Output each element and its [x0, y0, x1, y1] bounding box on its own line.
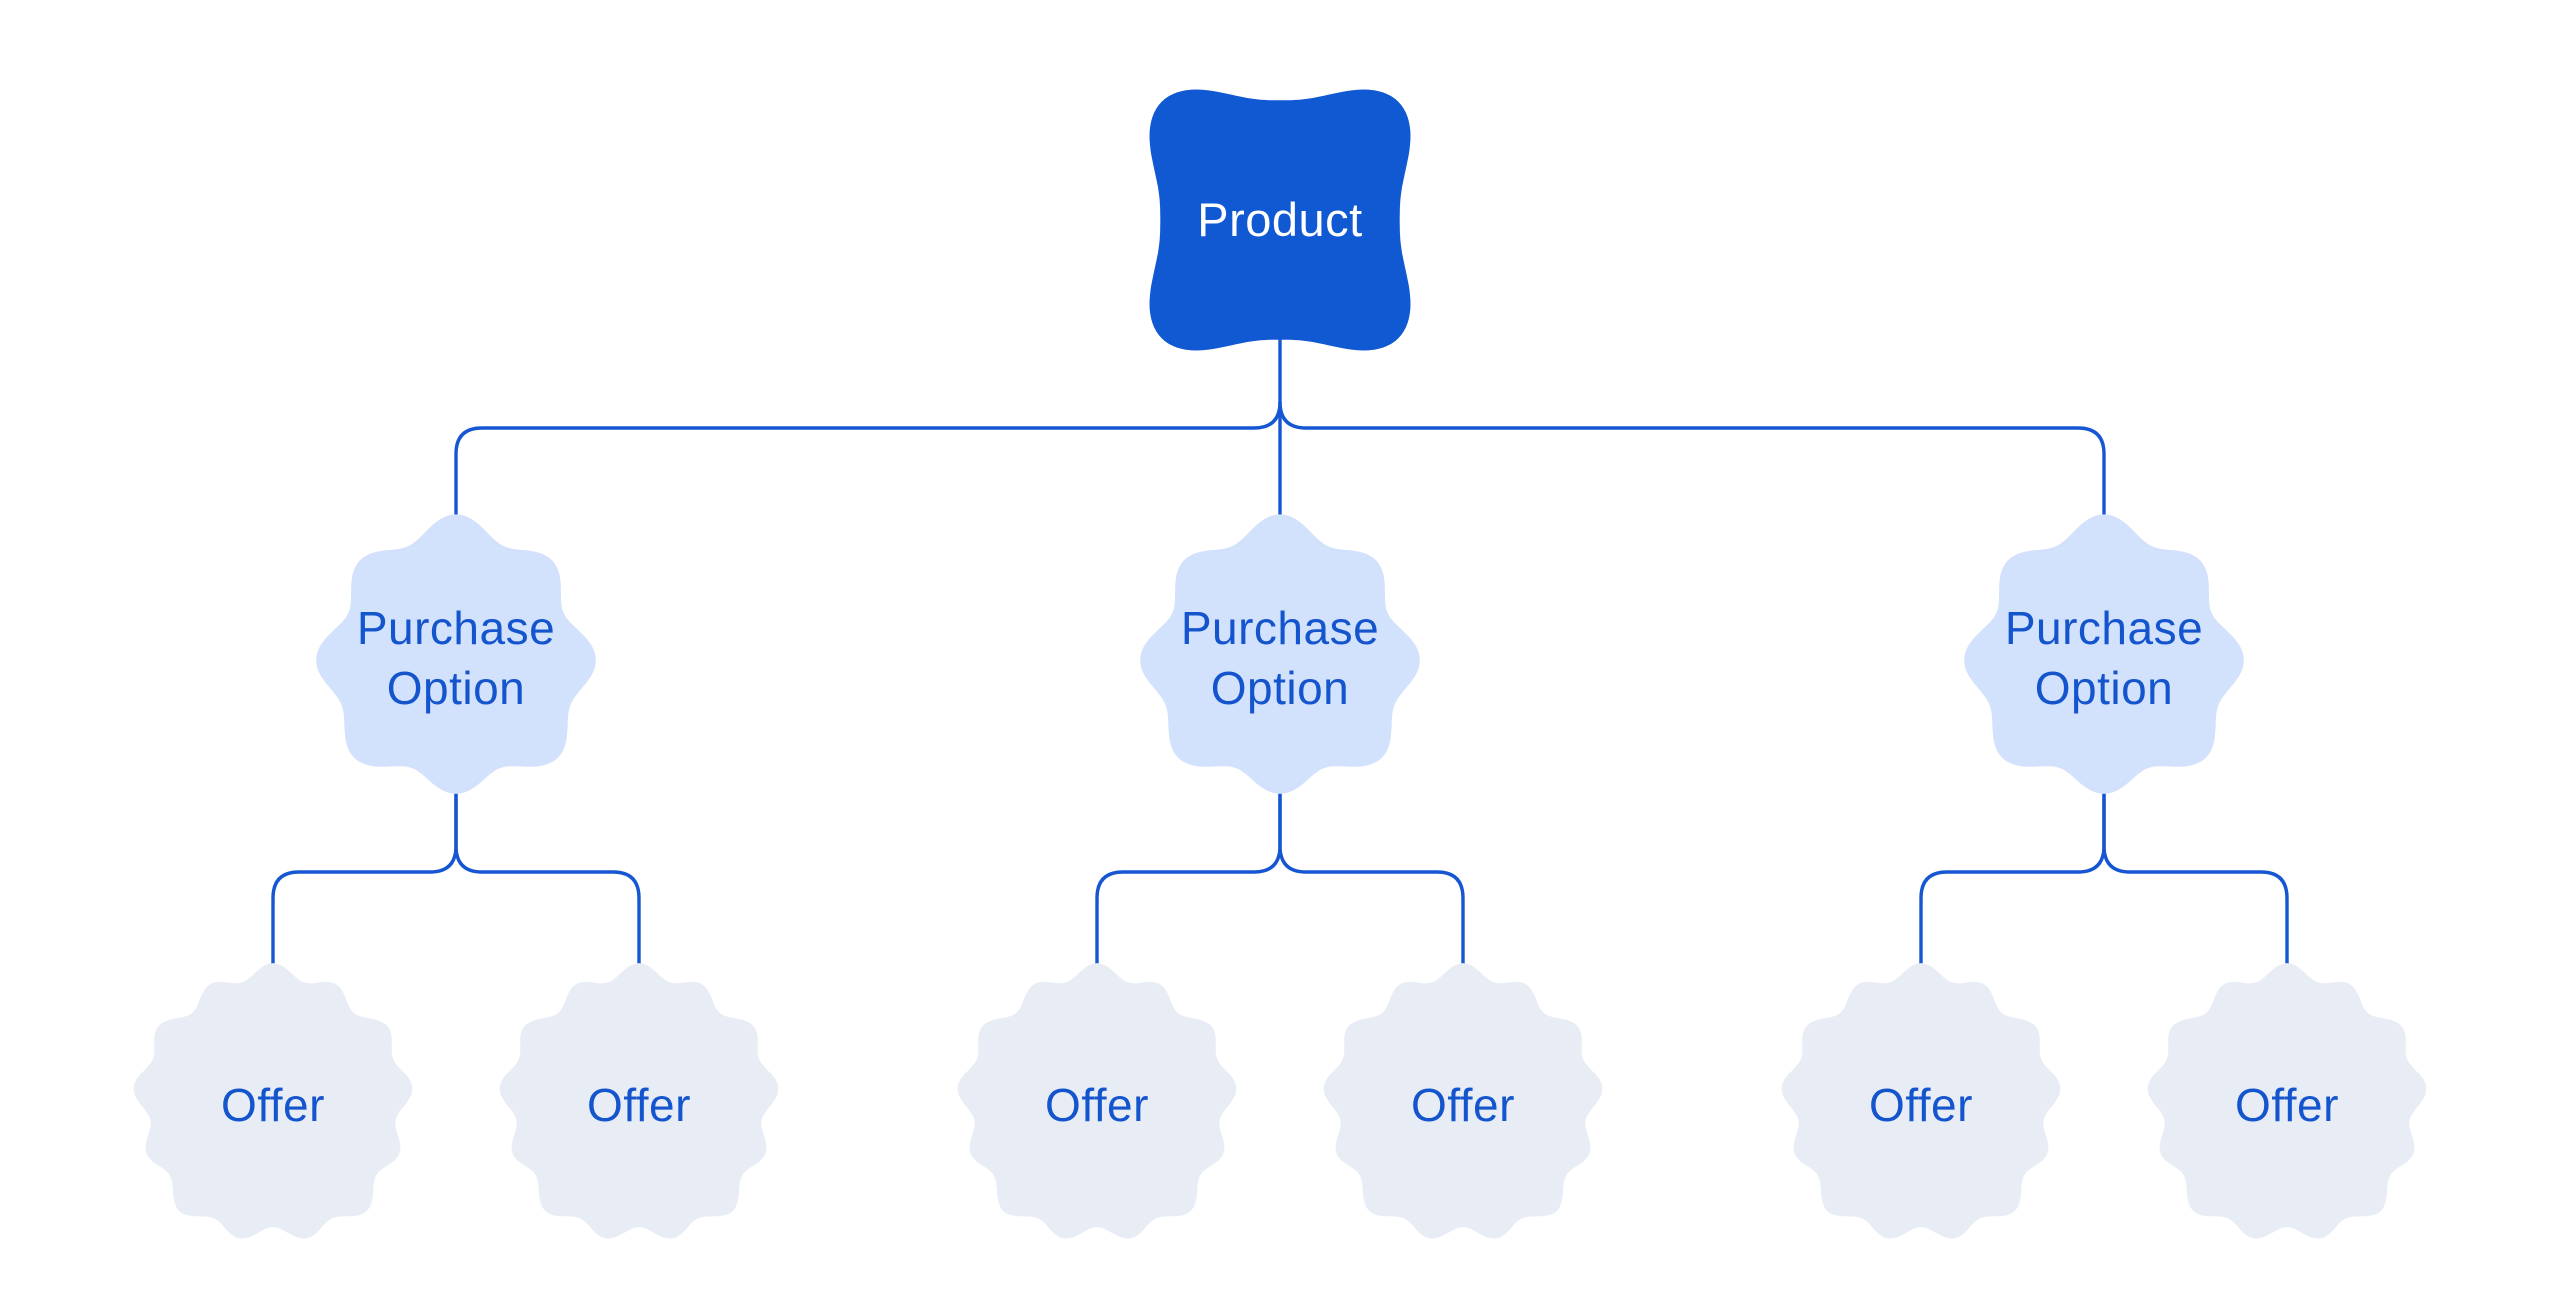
connector-purchase2-left-branch: [1095, 778, 1282, 992]
purchase-option-label-line2: Option: [1211, 662, 1350, 714]
purchase-option-label-line1: Purchase: [2005, 602, 2203, 654]
offer-node-1: Offer: [133, 963, 413, 1239]
offer-node-4: Offer: [1323, 963, 1603, 1239]
connector-purchase3-left-branch: [1919, 778, 2106, 992]
offer-node-6: Offer: [2147, 963, 2427, 1239]
connector-purchase1-right-branch: [454, 778, 641, 992]
offer-node-shape: [1323, 963, 1603, 1239]
product-node-shape: [1149, 89, 1411, 351]
purchase-option-node-3: Purchase Option: [1964, 514, 2244, 794]
offer-node-shape: [2147, 963, 2427, 1239]
offer-node-label: Offer: [1869, 1079, 1973, 1131]
connector-lines: [271, 336, 2289, 992]
purchase-option-label-line2: Option: [387, 662, 526, 714]
offer-node-label: Offer: [2235, 1079, 2339, 1131]
connector-product-left-branch: [454, 401, 1282, 545]
purchase-option-shape: [1964, 514, 2244, 794]
purchase-option-node-1: Purchase Option: [316, 514, 596, 794]
offer-node-shape: [133, 963, 413, 1239]
offer-node-shape: [957, 963, 1237, 1239]
offer-node-shape: [499, 963, 779, 1239]
offer-node-shape: [1781, 963, 2061, 1239]
connector-purchase3-right-branch: [2102, 778, 2289, 992]
offer-node-5: Offer: [1781, 963, 2061, 1239]
connector-product-right-branch: [1278, 401, 2106, 545]
purchase-option-shape: [1140, 514, 1420, 794]
product-node: Product: [1149, 89, 1411, 351]
offer-node-label: Offer: [1411, 1079, 1515, 1131]
purchase-option-node-2: Purchase Option: [1140, 514, 1420, 794]
offer-node-label: Offer: [1045, 1079, 1149, 1131]
product-node-label: Product: [1197, 193, 1362, 246]
offer-node-label: Offer: [587, 1079, 691, 1131]
purchase-option-label-line1: Purchase: [1181, 602, 1379, 654]
offer-node-3: Offer: [957, 963, 1237, 1239]
offer-node-label: Offer: [221, 1079, 325, 1131]
connector-purchase1-left-branch: [271, 778, 458, 992]
purchase-option-shape: [316, 514, 596, 794]
connector-purchase2-right-branch: [1278, 778, 1465, 992]
purchase-option-label-line1: Purchase: [357, 602, 555, 654]
offer-node-2: Offer: [499, 963, 779, 1239]
purchase-option-label-line2: Option: [2035, 662, 2174, 714]
